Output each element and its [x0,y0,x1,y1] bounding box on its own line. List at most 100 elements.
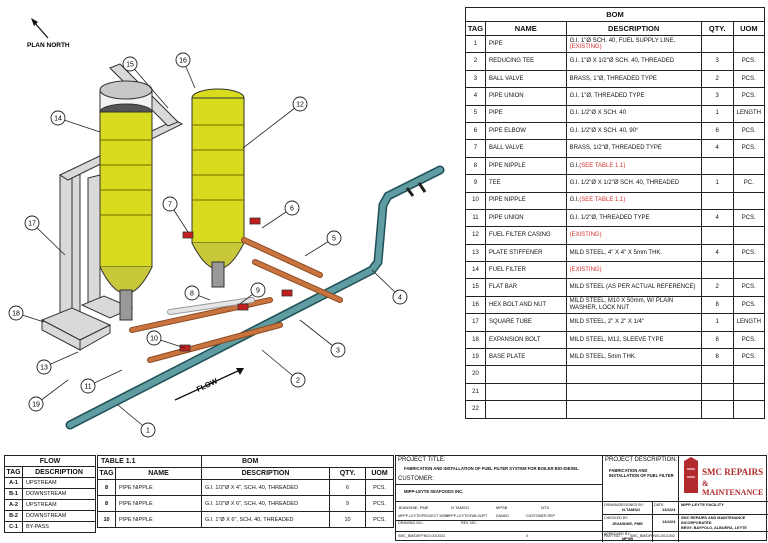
callout-18: 18 [8,305,45,323]
date: 13/4/24 [662,507,676,512]
bom-tag: 7 [465,139,486,158]
callout-6: 6 [261,200,300,229]
role-3: DANDO [496,514,509,518]
bom-name [484,365,567,384]
bom-name: PIPE ELBOW [484,121,567,141]
bom-name [484,382,567,402]
customer-label: CUSTOMER: [398,476,434,482]
bom-description: G.I. 1/2"Ø X SCH. 40 [565,104,702,123]
date-label: DATE: [654,503,665,507]
bom-tag: 15 [465,278,486,297]
flow-label: FLOW [195,376,220,394]
bom-description: G.I. 1"Ø SCH. 40, FUEL SUPPLY LINE, (EXI… [565,34,702,54]
t11-qty: 9 [329,495,366,512]
bom-tag: 3 [465,69,486,89]
callout-label: 18 [12,311,20,318]
part-label: PART NO.: [604,534,622,538]
signature-2: N.TAMSO [451,505,469,510]
logo-line-1: SMC REPAIRS [702,467,764,477]
drawn-by-label: DRAWN/DESIGNED BY: [604,503,644,507]
bom-description: G.I. 1/2"Ø X 1/2"Ø SCH. 40, THREADED [565,174,702,193]
bom-description: BRASS, 1/2"Ø, THREADED TYPE [565,139,702,158]
flow-header-description: DESCRIPTION [22,466,96,478]
flow-description: UPSTREAM [22,499,96,511]
bom-description: (EXISTING) [565,226,702,245]
bom-name: BASE PLATE [484,348,567,367]
approved-by-label: APPROVED BY: [604,532,631,536]
bom-qty [700,365,734,384]
t11-qty: 10 [329,511,366,528]
table-1-1: TABLE 1.1 BOM TAG NAME DESCRIPTION QTY. … [97,455,394,528]
t11-name: PIPE NIPPLE [115,495,202,512]
bom-qty [700,400,734,419]
bom-description: G.I. 1"Ø X 1/2"Ø SCH. 40, THREADED [565,52,702,71]
table-1-1-title: TABLE 1.1 [97,455,202,468]
bom-description: BRASS, 1"Ø, THREADED TYPE [565,69,702,89]
callout-label: 16 [179,58,187,65]
bom-name: PIPE [484,34,567,54]
role-2: MPPP-LEYTE/FAB.SUPT [446,514,488,518]
callout-label: 1 [146,428,150,435]
bom-qty: 1 [700,313,734,332]
rev-label: REV. NO.: [461,521,478,525]
project-title: FABRICATION AND INSTALLATION OF FUEL FIL… [404,466,579,471]
bom-name: FUEL FILTER CASING [484,226,567,245]
bom-row: 20 [465,365,766,384]
callout-14: 14 [50,110,101,133]
t11-header-tag: TAG [97,467,116,480]
flow-title: FLOW [4,455,96,467]
bom-tag: 14 [465,261,486,280]
flow-tag: B-2 [4,510,23,522]
bom-uom: PC. [732,174,766,193]
callout-label: 17 [28,221,36,228]
bom-uom [732,382,766,402]
t11-tag: 8 [97,495,116,512]
callout-label: 15 [126,62,134,69]
bom-description [565,382,702,402]
bom-qty: 1 [700,104,734,123]
bom-description: MILD STEEL (AS PER ACTUAL REFERENCE) [565,278,702,297]
bom-header-qty: QTY. [700,21,734,36]
bom-name: PIPE NIPPLE [484,156,567,176]
project-title-label: PROJECT TITLE: [398,457,446,463]
callout-label: 9 [256,288,260,295]
bom-uom: PCS. [732,243,766,263]
bom-qty: 8 [700,330,734,350]
role-1: MPPP-LEYTE/PROJECT MGR [398,514,448,518]
t11-header-uom: UOM [365,467,394,480]
logo-line-2: & MAINTENANCE [702,479,764,497]
bom-row: 22 [465,400,766,419]
flow-tag: A-1 [4,477,23,489]
callout-1: 1 [117,404,156,438]
facility: MIPP-LEYTE FACILITY [681,502,724,507]
callout-label: 11 [84,384,91,391]
bom-name: PIPE NIPPLE [484,191,567,210]
callout-10: 10 [146,330,186,349]
bom-qty: 2 [700,278,734,297]
bom-title: BOM [465,7,765,22]
callout-9: 9 [239,282,266,305]
bom-description: MILD STEEL, 2" X 2" X 1/4" [565,313,702,332]
callout-label: 5 [332,236,336,243]
crest-icon [684,457,698,493]
fuel-filter-left [99,80,153,321]
callout-5: 5 [304,230,342,257]
checked-by: JEANSHIE, PME [612,521,643,526]
bom-tag: 16 [465,295,486,315]
bom-uom: PCS. [732,278,766,297]
project-desc: FABRICATION AND INSTALLATION OF FUEL FIL… [609,468,674,479]
flow-arrow: FLOW [174,368,244,401]
drawing-no: SMC_BM/DEFFN02-0011002 [398,534,446,538]
